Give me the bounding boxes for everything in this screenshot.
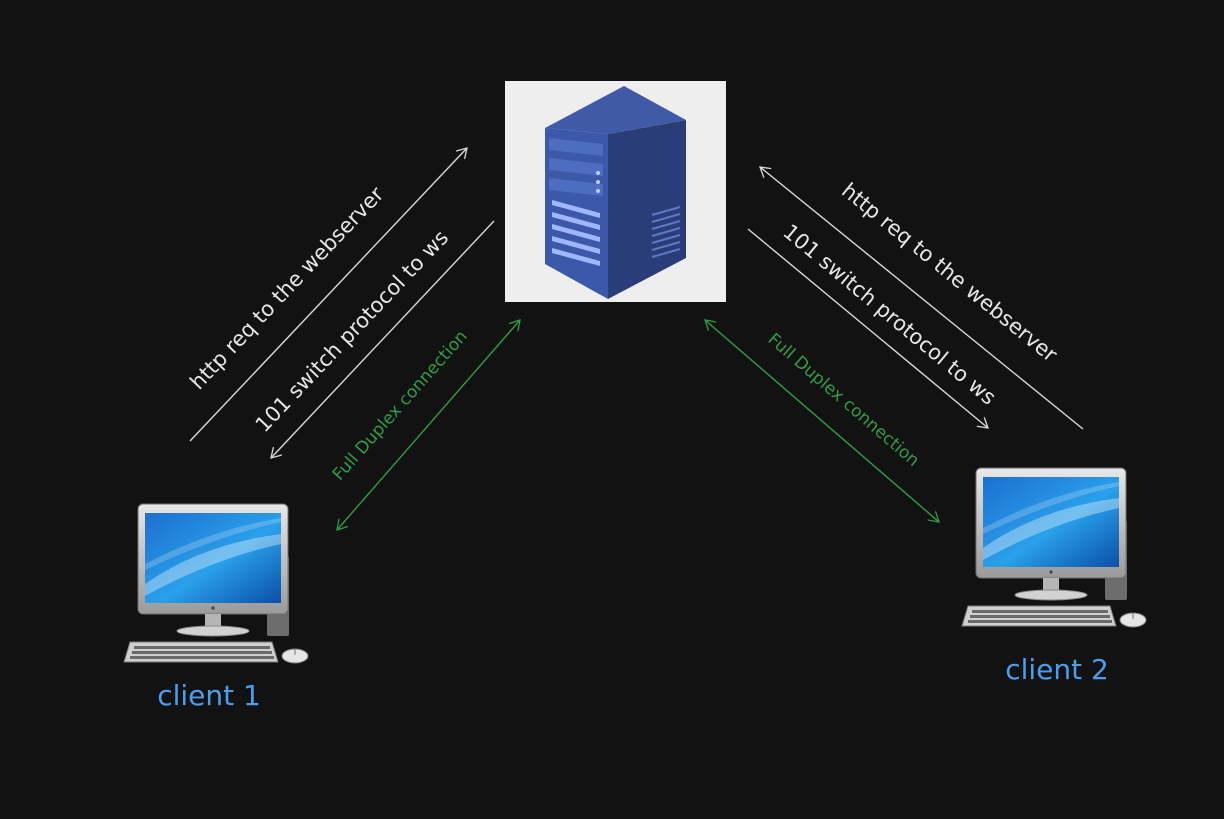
left-http-arrow (189, 148, 467, 442)
left-duplex-arrow (337, 320, 520, 530)
client-2-label: client 2 (1005, 653, 1109, 686)
server-tower-icon (505, 81, 726, 302)
left-101-label: 101 switch protocol to ws (251, 225, 453, 436)
right-duplex-label: Full Duplex connection (764, 330, 923, 471)
client-1-label: client 1 (157, 679, 261, 712)
left-duplex-label: Full Duplex connection (329, 327, 472, 485)
client-1-computer-icon (123, 503, 309, 664)
right-http-arrow (760, 167, 1084, 430)
client-2-computer-icon (961, 467, 1147, 628)
right-http-label: http req to the webserver (837, 178, 1062, 367)
right-duplex-arrow (705, 320, 939, 522)
left-http-label: http req to the webserver (185, 182, 388, 394)
